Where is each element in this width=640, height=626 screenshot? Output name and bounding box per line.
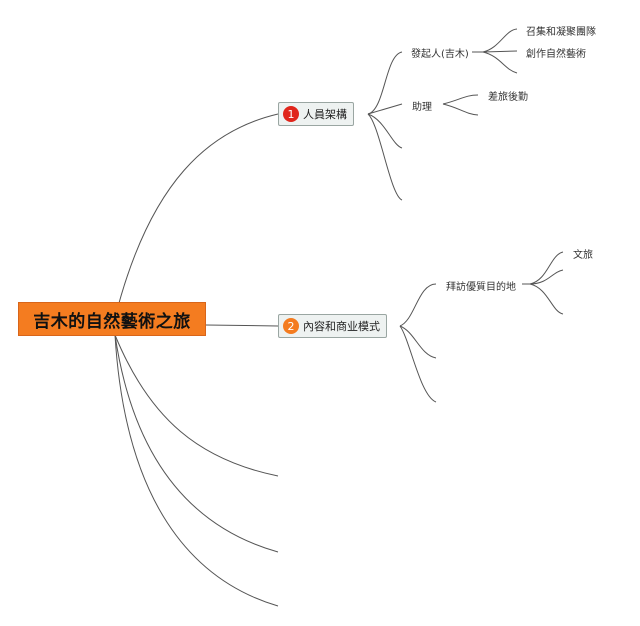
subtopic-initiator[interactable]: 發起人(吉木) (411, 45, 469, 60)
topic-label: 人員架構 (303, 108, 347, 121)
topic-content-business-model[interactable]: 2 內容和商业模式 (278, 314, 387, 338)
subtopic-label: 拜訪優質目的地 (446, 282, 516, 293)
subtopic-label: 發起人(吉木) (411, 49, 469, 60)
subtopic-assistant[interactable]: 助理 (412, 98, 432, 113)
root-topic[interactable]: 吉木的自然藝術之旅 (18, 302, 206, 336)
subtopic-label: 助理 (412, 102, 432, 113)
priority-2-icon: 2 (283, 318, 299, 334)
subtopic-label: 差旅後勤 (488, 92, 528, 103)
subtopic-visit-destinations[interactable]: 拜訪優質目的地 (446, 278, 516, 293)
subtopic-label: 召集和凝聚團隊 (526, 27, 596, 38)
topic-staff-structure[interactable]: 1 人員架構 (278, 102, 354, 126)
subtopic-cultural-tourism[interactable]: 文旅 (573, 246, 593, 261)
subtopic-gather-team[interactable]: 召集和凝聚團隊 (526, 23, 596, 38)
root-topic-label: 吉木的自然藝術之旅 (33, 311, 191, 332)
subtopic-create-art[interactable]: 創作自然藝術 (526, 45, 586, 60)
subtopic-label: 創作自然藝術 (526, 49, 586, 60)
priority-1-icon: 1 (283, 106, 299, 122)
subtopic-travel-logistics[interactable]: 差旅後勤 (488, 88, 528, 103)
topic-label: 內容和商业模式 (303, 320, 380, 333)
subtopic-label: 文旅 (573, 250, 593, 261)
